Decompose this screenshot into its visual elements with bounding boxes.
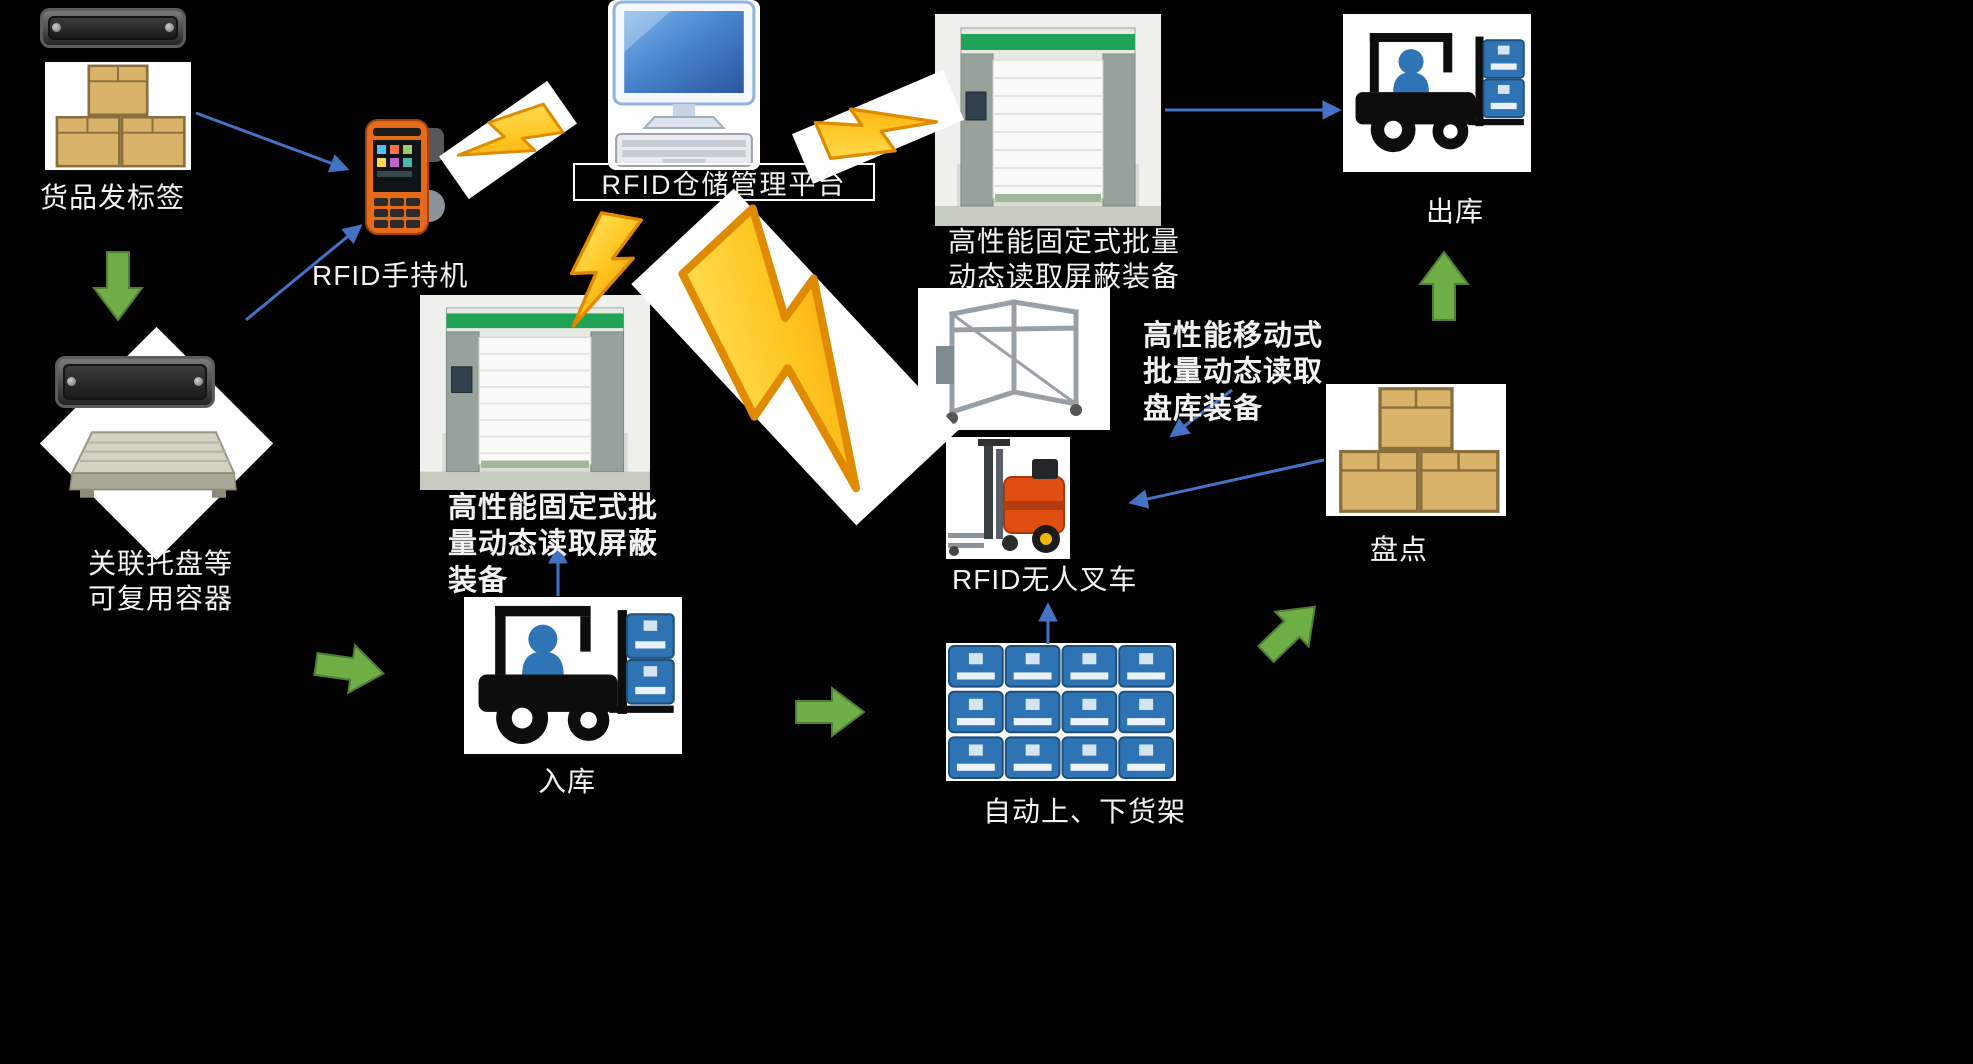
agv-panel (945, 436, 1071, 560)
outbound-label: 出库 (1426, 196, 1485, 227)
goods-boxes-panel (45, 62, 191, 170)
carton-boxes-icon (1339, 387, 1500, 513)
pallet-tray-icon (68, 431, 238, 499)
bolt-backdrop (439, 80, 577, 200)
agv-label: RFID无人叉车 (952, 564, 1138, 595)
inbound-label: 入库 (538, 766, 597, 797)
fixed-reader-mid-label: 高性能固定式批 量动态读取屏蔽 装备 (448, 492, 659, 597)
mobile-reader-label: 高性能移动式 批量动态读取 盘库装备 (1143, 320, 1324, 425)
agv-forklift-icon (945, 436, 1071, 560)
fixed-reader-mid-panel (418, 293, 652, 492)
stocktake-label: 盘点 (1370, 534, 1429, 565)
arrow-label-to-handheld (195, 111, 350, 173)
fixed-reader-top-panel (934, 13, 1162, 227)
carton-boxes-icon (55, 64, 186, 168)
platform-title: RFID仓储管理平台 (601, 169, 847, 200)
pallet-label: 关联托盘等 可复用容器 (88, 548, 234, 614)
bolt-platform-reader-top (813, 77, 943, 177)
outbound-forklift-panel (1343, 14, 1531, 172)
stocktake-boxes-panel (1326, 384, 1506, 516)
platform-title-box: RFID仓储管理平台 (573, 163, 875, 201)
mobile-reader-frame-icon (918, 288, 1110, 430)
rfid-handheld-icon (365, 119, 446, 235)
forklift-icon (1354, 32, 1525, 153)
fixed-reader-top-label: 高性能固定式批量 动态读取屏蔽装备 (948, 226, 1181, 292)
green-arrow-inbound-to-shelf (795, 687, 865, 737)
shelving-label: 自动上、下货架 (983, 796, 1187, 827)
rfid-gate-reader-icon (934, 13, 1162, 227)
bolt-backdrop (631, 188, 959, 526)
green-arrow-pallet-to-inbound (311, 639, 388, 699)
green-arrow-shelf-to-stocktake (1248, 588, 1333, 673)
mobile-reader-frame-panel (918, 288, 1110, 430)
shelving-panel (946, 643, 1176, 781)
arrow-stocktake-to-agv (1128, 458, 1325, 509)
storage-bins-icon (946, 643, 1176, 781)
rfid-tag-icon-2 (55, 356, 215, 408)
goods-label: 货品发标签 (40, 182, 186, 213)
bolt-handheld-platform (451, 89, 565, 191)
green-arrow-stocktake-to-outbound (1419, 251, 1469, 321)
forklift-icon (477, 604, 675, 746)
desktop-computer-icon (612, 0, 756, 168)
rfid-tag-icon (40, 8, 186, 48)
platform-computer-panel (608, 0, 760, 170)
bolt-platform-agv (650, 208, 941, 505)
green-arrow-label-to-pallet (93, 251, 143, 321)
rfid-gate-reader-icon (418, 293, 652, 492)
inbound-forklift-panel (464, 597, 682, 754)
handheld-label: RFID手持机 (312, 260, 469, 291)
